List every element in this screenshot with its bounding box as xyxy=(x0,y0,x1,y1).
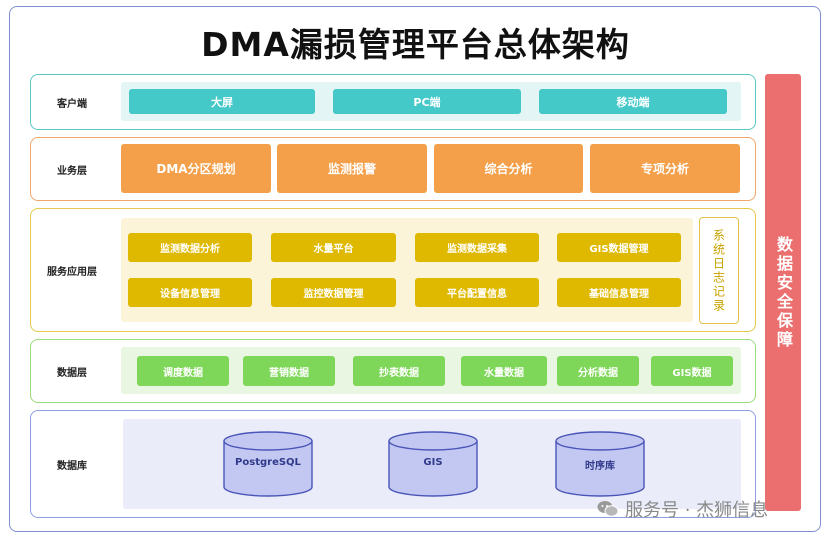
system-log-box: 系统日志记录 xyxy=(699,217,739,324)
client-box-mobile: 移动端 xyxy=(539,89,727,114)
db-timeseries-label: 时序库 xyxy=(585,461,615,472)
diagram-title: DMA漏损管理平台总体架构 xyxy=(201,25,630,64)
db-postgresql-label: PostgreSQL xyxy=(235,457,301,468)
db-gis-label: GIS xyxy=(423,457,443,468)
service-box-basic-info: 基础信息管理 xyxy=(557,278,681,307)
database-cylinder-icon xyxy=(555,431,645,497)
service-layer: 服务应用层 监测数据分析 水量平台 监测数据采集 GIS数据管理 设备信息管理 … xyxy=(30,208,756,332)
data-box-meter-reading: 抄表数据 xyxy=(353,356,445,386)
data-layer: 数据层 调度数据 营销数据 抄表数据 水量数据 分析数据 GIS数据 xyxy=(30,339,756,403)
client-box-pc: PC端 xyxy=(333,89,521,114)
database-cylinder-icon xyxy=(388,431,478,497)
service-box-device-info: 设备信息管理 xyxy=(128,278,252,307)
client-layer-label: 客户端 xyxy=(57,99,87,110)
data-box-dispatch: 调度数据 xyxy=(137,356,229,386)
client-box-screen: 大屏 xyxy=(129,89,315,114)
data-layer-label: 数据层 xyxy=(57,368,87,379)
data-box-gis: GIS数据 xyxy=(651,356,733,386)
db-timeseries: 时序库 xyxy=(555,431,645,497)
system-log-label: 系统日志记录 xyxy=(711,228,726,313)
service-box-water-platform: 水量平台 xyxy=(271,233,396,262)
data-security-bar: 数据安全保障 xyxy=(765,74,801,511)
db-gis: GIS xyxy=(388,431,478,497)
business-box-monitor-alarm: 监测报警 xyxy=(277,144,427,193)
watermark: 服务号 · 杰狮信息 xyxy=(597,496,768,522)
business-box-special: 专项分析 xyxy=(590,144,740,193)
watermark-text: 服务号 · 杰狮信息 xyxy=(625,500,769,521)
wechat-icon xyxy=(597,500,619,518)
service-box-platform-config: 平台配置信息 xyxy=(415,278,539,307)
business-layer: 业务层 DMA分区规划 监测报警 综合分析 专项分析 xyxy=(30,137,756,201)
business-layer-label: 业务层 xyxy=(57,166,87,177)
business-box-comprehensive: 综合分析 xyxy=(434,144,583,193)
data-security-label: 数据安全保障 xyxy=(774,235,793,350)
service-box-data-collection: 监测数据采集 xyxy=(415,233,539,262)
service-box-monitor-analysis: 监测数据分析 xyxy=(128,233,252,262)
client-layer: 客户端 大屏 PC端 移动端 xyxy=(30,74,756,130)
business-box-dma-planning: DMA分区规划 xyxy=(121,144,271,193)
data-box-marketing: 营销数据 xyxy=(243,356,335,386)
service-box-gis-management: GIS数据管理 xyxy=(557,233,681,262)
service-box-monitoring-data: 监控数据管理 xyxy=(271,278,396,307)
database-layer: 数据库 PostgreSQL GIS 时序库 xyxy=(30,410,756,518)
data-box-analysis: 分析数据 xyxy=(557,356,639,386)
service-layer-label: 服务应用层 xyxy=(47,267,97,278)
data-box-water-volume: 水量数据 xyxy=(461,356,547,386)
db-postgresql: PostgreSQL xyxy=(223,431,313,497)
database-layer-label: 数据库 xyxy=(57,461,87,472)
database-cylinder-icon xyxy=(223,431,313,497)
